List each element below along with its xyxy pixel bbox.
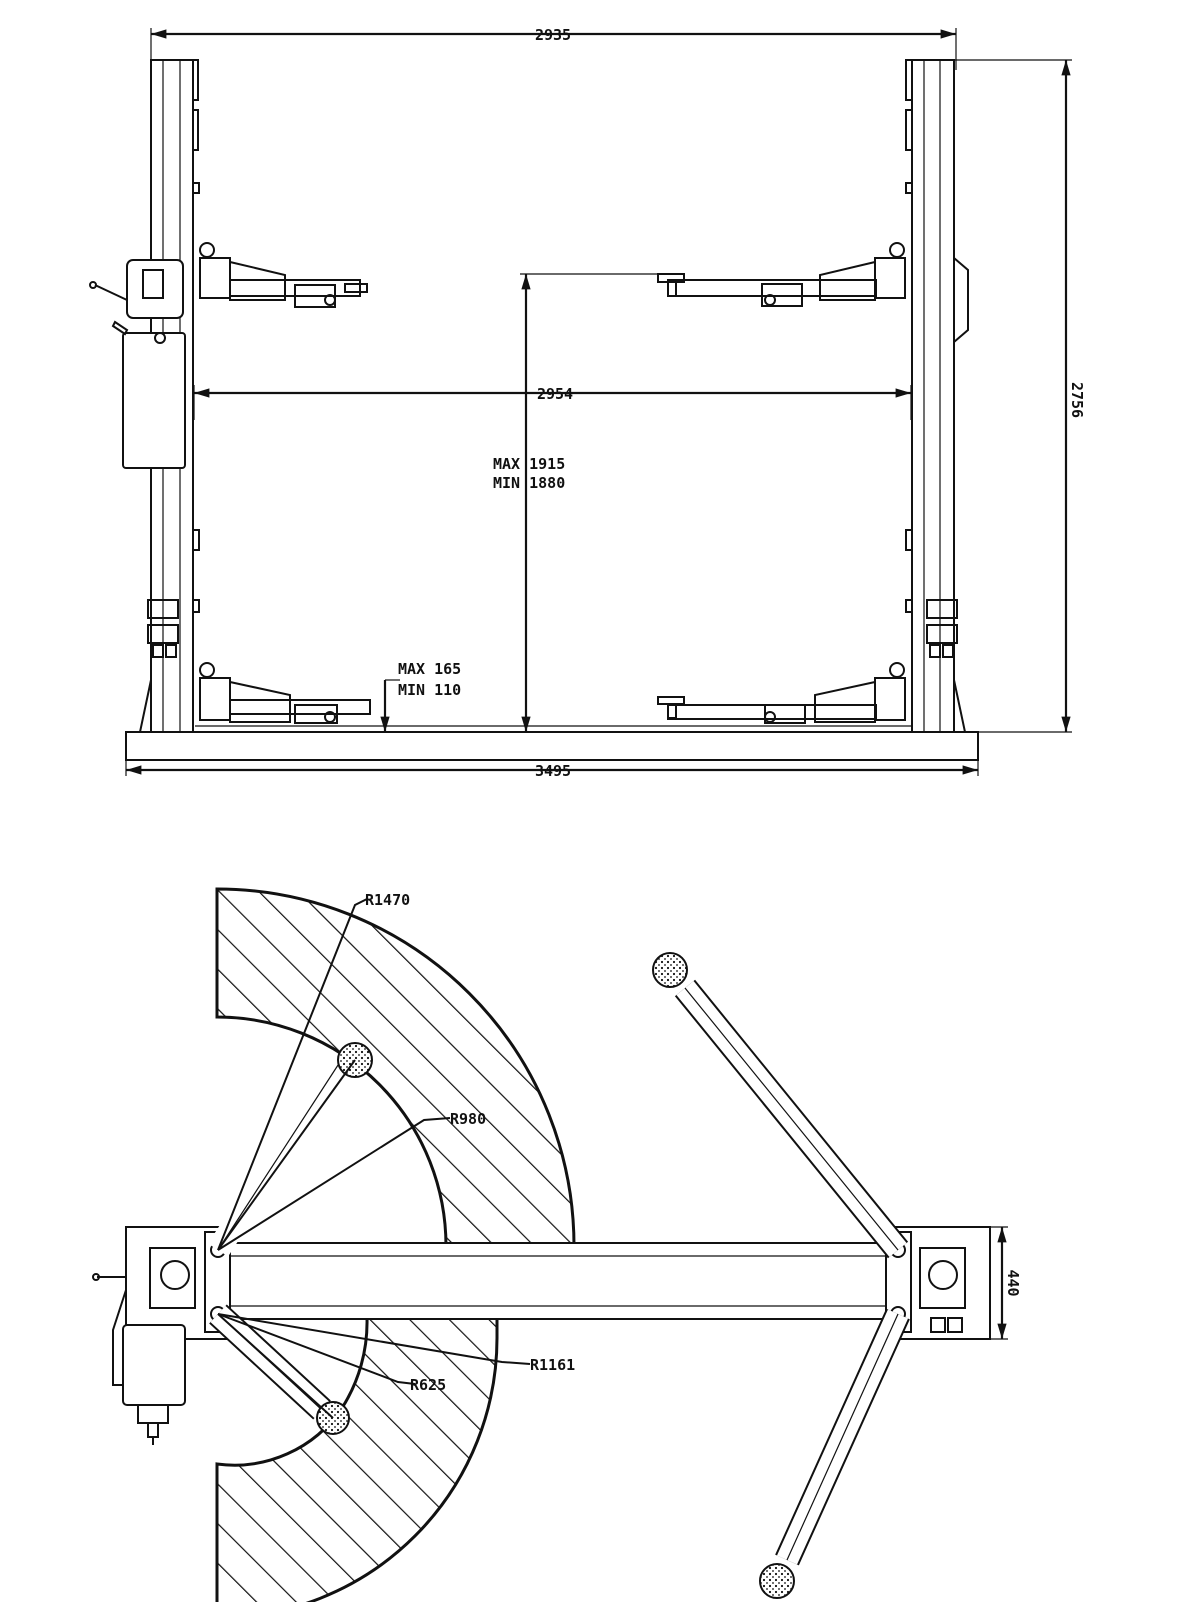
dim-inner-width: 2954 bbox=[193, 385, 912, 420]
right-lower-arm bbox=[657, 662, 906, 724]
upper-right-arm bbox=[652, 952, 909, 1259]
radius-outer-label: R1470 bbox=[365, 891, 410, 909]
inner-width-label: 2954 bbox=[537, 385, 573, 403]
right-column bbox=[905, 59, 969, 733]
lift-height-max: MAX 1915 bbox=[493, 455, 565, 473]
dim-column-depth: 440 bbox=[990, 1226, 1022, 1340]
lower-right-arm bbox=[759, 1308, 910, 1599]
column-depth-label: 440 bbox=[1004, 1269, 1022, 1296]
radius-short-outer-label: R1161 bbox=[530, 1356, 575, 1374]
pad-height-min: MIN 110 bbox=[398, 681, 461, 699]
control-box bbox=[126, 259, 184, 319]
total-height-label: 2756 bbox=[1068, 382, 1086, 418]
left-column bbox=[89, 59, 200, 733]
dim-pad-height: MAX 165 MIN 110 bbox=[380, 660, 461, 732]
front-view: 2935 bbox=[89, 26, 1086, 780]
overall-width-label: 2935 bbox=[535, 26, 571, 44]
lift-height-min: MIN 1880 bbox=[493, 474, 565, 492]
dim-overall-width: 2935 bbox=[150, 26, 957, 70]
base-width-label: 3495 bbox=[535, 762, 571, 780]
dim-total-height: 2756 bbox=[954, 59, 1086, 733]
radius-short-inner-label: R625 bbox=[410, 1376, 446, 1394]
left-column-top bbox=[92, 1226, 231, 1445]
upper-sweep-area bbox=[215, 887, 576, 1248]
top-power-unit bbox=[122, 1324, 186, 1406]
left-upper-arm bbox=[199, 242, 368, 308]
right-upper-arm bbox=[657, 242, 906, 307]
power-unit bbox=[122, 332, 186, 469]
dim-base-width: 3495 bbox=[125, 760, 979, 780]
left-lower-arm bbox=[199, 662, 371, 724]
dim-lift-height: MAX 1915 MIN 1880 bbox=[493, 273, 660, 732]
radius-inner-label: R980 bbox=[450, 1110, 486, 1128]
base-plate bbox=[125, 731, 979, 761]
radius-leaders bbox=[217, 898, 531, 1419]
central-beam bbox=[229, 1242, 887, 1320]
top-view: R1470 R980 R1161 R625 440 bbox=[92, 887, 1022, 1602]
pad-height-max: MAX 165 bbox=[398, 660, 461, 678]
